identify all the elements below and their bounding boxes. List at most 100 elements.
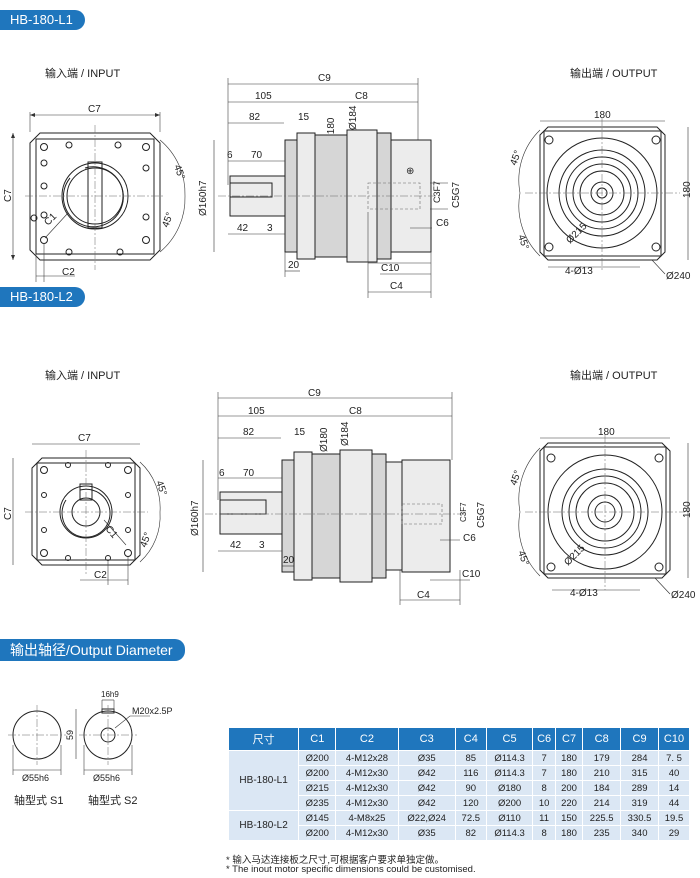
- table-cell: Ø200: [298, 750, 337, 766]
- dim-6-2: 6: [219, 468, 225, 479]
- spec-header-3: C3: [397, 727, 456, 751]
- table-cell: 214: [582, 795, 622, 811]
- table-cell: 7. 5: [657, 750, 691, 766]
- l1-side-view: C9 105 C8 82 15 Ø180 Ø184 ⊕ Ø160h7 6 70 …: [198, 73, 462, 298]
- shaft-s1: Ø55h6: [8, 705, 66, 783]
- l2-side-view: C9 105 C8 82 15 Ø180 Ø184 Ø160h7 6 70 42…: [190, 388, 487, 605]
- dim-s2-59: 59: [65, 730, 75, 740]
- dim-15-2: 15: [294, 427, 306, 438]
- angle-45-a: 45°: [171, 163, 187, 181]
- table-cell: 116: [454, 765, 487, 781]
- table-cell: 4-M12x30: [335, 825, 399, 841]
- dim-s2-keyway: 16h9: [101, 690, 119, 699]
- dim-c4-2: C4: [417, 590, 430, 601]
- table-cell: 44: [657, 795, 691, 811]
- table-cell: 284: [620, 750, 659, 766]
- dim-20: 20: [288, 260, 300, 271]
- table-cell: 8: [532, 780, 556, 796]
- dim-dia160-2: Ø160h7: [190, 500, 201, 536]
- dim-3: 3: [267, 223, 273, 234]
- section-tag-l1: HB-180-L1: [0, 10, 85, 30]
- table-cell: 4-M12x30: [335, 795, 399, 811]
- table-cell: 14: [657, 780, 691, 796]
- shaft-s2: 16h9 M20x2.5P 59 Ø55h6: [65, 690, 173, 783]
- dim-180-top-2: 180: [598, 427, 615, 438]
- angle-45-d: 45°: [515, 233, 531, 251]
- dim-dia160: Ø160h7: [198, 180, 209, 216]
- table-cell: 72.5: [454, 810, 487, 826]
- dim-dia184-2: Ø184: [340, 421, 351, 446]
- spec-header-2: C2: [335, 727, 399, 751]
- note-en: * The inout motor specific dimensions co…: [226, 864, 476, 875]
- table-cell: 11: [532, 810, 556, 826]
- dim-82-2: 82: [243, 427, 255, 438]
- table-cell: Ø200: [485, 795, 534, 811]
- table-cell: Ø35: [397, 825, 456, 841]
- dim-42-2: 42: [230, 540, 242, 551]
- table-cell: Ø110: [485, 810, 534, 826]
- table-cell: 120: [454, 795, 487, 811]
- dim-dia240-2: Ø240: [671, 590, 696, 601]
- note-cn: * 输入马达连接板之尺寸,可根据客户要求单独定做。: [226, 855, 444, 866]
- spec-header-0: 尺寸: [227, 727, 300, 751]
- model-cell: HB-180-L2: [227, 810, 300, 841]
- table-cell: Ø42: [397, 795, 456, 811]
- dim-105-2: 105: [248, 406, 265, 417]
- table-cell: 4-M12x30: [335, 780, 399, 796]
- output-view-label-1: 输出端 / OUTPUT: [570, 68, 658, 80]
- dim-c10-2: C10: [462, 569, 481, 580]
- table-cell: 330.5: [620, 810, 659, 826]
- table-cell: 150: [554, 810, 584, 826]
- dim-c1-2: C1: [103, 524, 120, 541]
- table-cell: Ø114.3: [485, 765, 534, 781]
- dim-dia180-2: Ø180: [319, 427, 330, 452]
- table-cell: Ø22,Ø24: [397, 810, 456, 826]
- dim-c7-top-2: C7: [78, 433, 91, 444]
- dim-c5: C5G7: [451, 181, 462, 208]
- dim-c4: C4: [390, 281, 403, 292]
- table-cell: 8: [532, 825, 556, 841]
- dim-c7-top: C7: [88, 104, 101, 115]
- dim-15: 15: [298, 112, 310, 123]
- input-view-label-1: 输入端 / INPUT: [45, 68, 121, 80]
- table-cell: 85: [454, 750, 487, 766]
- shaft-s1-label: 轴型式 S1: [14, 795, 64, 807]
- shaft-s2-label: 轴型式 S2: [88, 795, 138, 807]
- table-cell: 180: [554, 765, 584, 781]
- dim-c7-side: C7: [3, 189, 14, 202]
- table-cell: Ø114.3: [485, 750, 534, 766]
- dim-3-2: 3: [259, 540, 265, 551]
- dim-180-top: 180: [594, 110, 611, 121]
- dim-s2-dia55: Ø55h6: [93, 773, 120, 783]
- table-cell: Ø114.3: [485, 825, 534, 841]
- dim-c2-2: C2: [94, 570, 107, 581]
- dim-s2-thread: M20x2.5P: [132, 706, 173, 716]
- dim-c8: C8: [355, 91, 368, 102]
- dim-c5-2: C5G7: [476, 501, 487, 528]
- l1-output-view: 180 180 45° 45° Ø215 4-Ø13 Ø240: [508, 110, 693, 282]
- table-cell: 7: [532, 765, 556, 781]
- dim-holes-2: 4-Ø13: [570, 588, 598, 599]
- dim-c1: C1: [42, 211, 59, 228]
- table-cell: Ø42: [397, 765, 456, 781]
- dim-70: 70: [251, 150, 263, 161]
- table-cell: 10: [532, 795, 556, 811]
- dim-c2: C2: [62, 267, 75, 278]
- spec-header-6: C6: [532, 727, 556, 751]
- section-tag-l2: HB-180-L2: [0, 287, 85, 307]
- dim-dia184: Ø184: [348, 105, 359, 130]
- dim-c6: C6: [436, 218, 449, 229]
- angle-45-e: 45°: [153, 479, 169, 497]
- table-cell: 19.5: [657, 810, 691, 826]
- dim-c8-2: C8: [349, 406, 362, 417]
- angle-45-c: 45°: [508, 149, 524, 167]
- l1-input-view: C7 C7 45° 45° C1 C2: [3, 104, 187, 282]
- table-cell: 289: [620, 780, 659, 796]
- table-cell: 220: [554, 795, 584, 811]
- table-cell: Ø200: [298, 825, 337, 841]
- dim-180-side: 180: [682, 181, 693, 198]
